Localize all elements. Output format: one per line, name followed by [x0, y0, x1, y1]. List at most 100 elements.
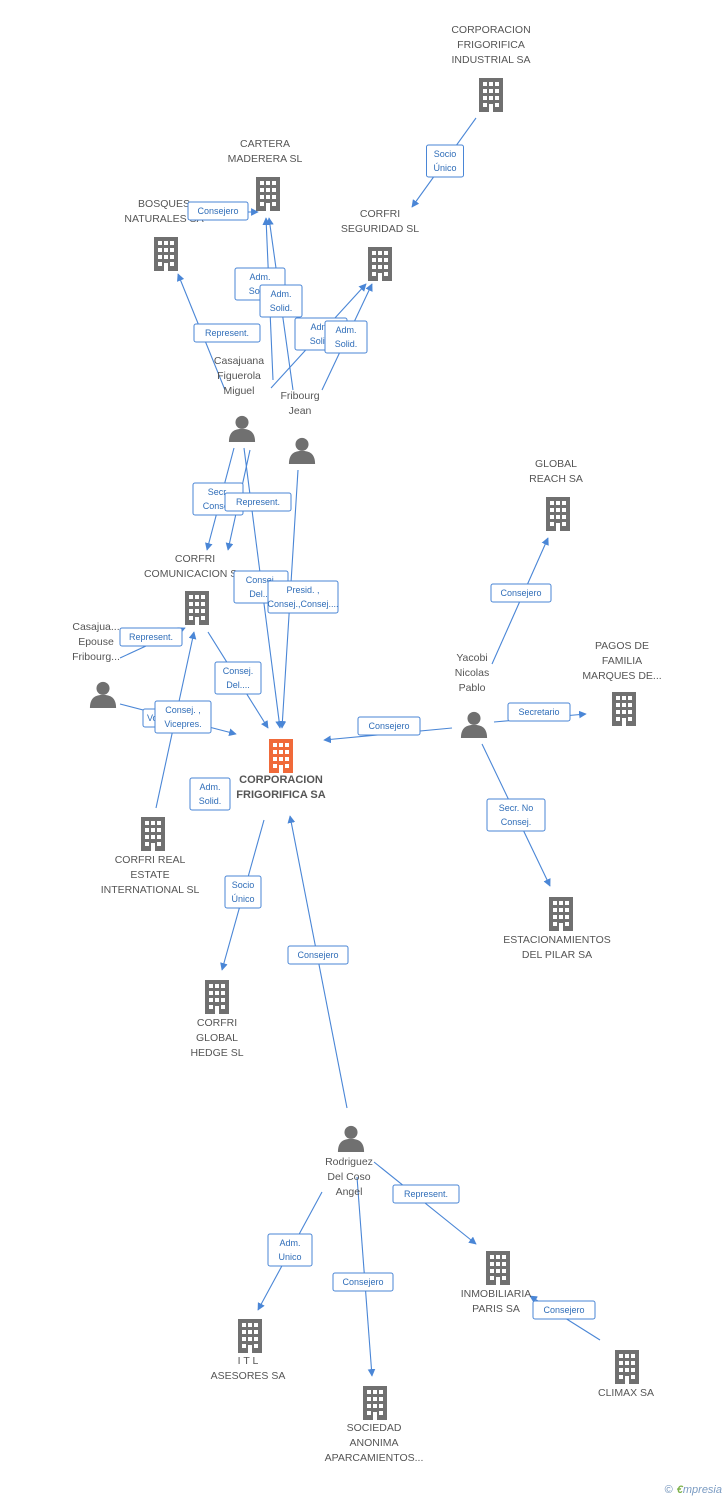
edge-label-epouse-comunicacion[interactable]: Represent. [119, 627, 183, 647]
edge-label-rodriguez-sociedad[interactable]: Consejero [332, 1272, 394, 1292]
node-label: BOSQUES [138, 198, 190, 210]
edge-label-text: Solid. [335, 339, 358, 349]
node-label: CARTERA [240, 138, 290, 150]
node-label: ESTATE [130, 869, 169, 881]
node-label: CORPORACION [451, 24, 530, 36]
edge-label-text: Consejero [368, 721, 409, 731]
node-label: Angel [336, 1186, 363, 1198]
edge-label-text: Del.... [249, 589, 273, 599]
node-label: ESTACIONAMIENTOS [503, 934, 611, 946]
footer-brand[interactable]: ©€mpresia [665, 1484, 722, 1496]
node-label: SEGURIDAD SL [341, 223, 419, 235]
node-epouse[interactable]: Casajua...EpouseFribourg... [72, 621, 120, 708]
node-label: CORPORACION [239, 774, 323, 786]
edge-label-text: Consej. [203, 501, 234, 511]
edge-label-rodriguez-main[interactable]: Consejero [287, 945, 349, 965]
edge-label-comunicacion-main[interactable]: Consej.Del.... [214, 661, 262, 695]
building-icon [549, 897, 573, 931]
edge-label-text: Represent. [205, 328, 249, 338]
edge-label-fribourg-cartera[interactable]: Adm.Solid. [259, 284, 303, 318]
node-label: PAGOS DE [595, 640, 649, 652]
edge-label-fribourg-seguridad[interactable]: Adm.Solid. [324, 320, 368, 354]
node-pagos[interactable]: PAGOS DE FAMILIA MARQUES DE... [582, 640, 662, 726]
edge-label-climax-inmobiliaria[interactable]: Consejero [532, 1300, 596, 1320]
node-label: CORFRI [360, 208, 400, 220]
edge-label-bosques-cartera[interactable]: Consejero [187, 201, 249, 221]
edge-label-yacobi-pagos[interactable]: Secretario [507, 702, 571, 722]
edge-label-rodriguez-inmobiliaria[interactable]: Represent. [392, 1184, 460, 1204]
node-sociedad[interactable]: SOCIEDADANONIMAAPARCAMIENTOS... [325, 1386, 424, 1464]
node-climax[interactable]: CLIMAX SA [598, 1350, 654, 1399]
node-cartera[interactable]: CARTERA MADERERA SL [228, 138, 303, 211]
node-label: INTERNATIONAL SL [101, 884, 200, 896]
edge-label-box [332, 1272, 394, 1292]
node-label: GLOBAL [196, 1032, 238, 1044]
building-icon [546, 497, 570, 531]
building-icon [154, 237, 178, 271]
building-icon [486, 1251, 510, 1285]
node-seguridad[interactable]: CORFRI SEGURIDAD SL [341, 208, 419, 281]
node-label: NATURALES SA [124, 213, 203, 225]
edge-label-box [357, 716, 421, 736]
node-bosques[interactable]: BOSQUES NATURALES SA [124, 198, 204, 271]
edge-label-box [267, 1233, 313, 1267]
edge-label-text: Secr. [208, 487, 229, 497]
node-label: CLIMAX SA [598, 1387, 654, 1399]
edge-label-text: Consejero [197, 206, 238, 216]
edge-label-box [507, 702, 571, 722]
building-icon [363, 1386, 387, 1420]
edge-label-yacobi-global[interactable]: Consejero [490, 583, 552, 603]
edge-label-text: Solid. [270, 303, 293, 313]
node-label: Rodriguez [325, 1156, 373, 1168]
edge-label-box [287, 945, 349, 965]
node-label: Pablo [459, 682, 486, 694]
building-icon [256, 177, 280, 211]
edge-label-realestate-comunicacion[interactable]: Consej. ,Vicepres. [154, 700, 212, 734]
edge-label-box [259, 284, 303, 318]
node-label: MADERERA SL [228, 153, 303, 165]
node-label: FAMILIA [602, 655, 642, 667]
edge-label-text: Adm. [199, 782, 220, 792]
edge-label-box [154, 700, 212, 734]
edge-label-text: Consej. , [165, 705, 201, 715]
node-label: REACH SA [529, 473, 583, 485]
edge-label-yacobi-main[interactable]: Consejero [357, 716, 421, 736]
building-icon [615, 1350, 639, 1384]
edge-label-text: Represent. [404, 1189, 448, 1199]
edge-label-text: Solid. [310, 336, 333, 346]
person-icon [288, 437, 316, 464]
edge-label-fribourg-main[interactable]: Presid. ,Consej.,Consej.... [267, 580, 339, 614]
edge-label-box [486, 798, 546, 832]
edge-label-main-main[interactable]: Adm.Solid. [189, 777, 231, 811]
edge-label-fribourg-comunicacion[interactable]: Represent. [224, 492, 292, 512]
node-label: Miguel [224, 385, 255, 397]
node-label: MARQUES DE... [582, 670, 661, 682]
edge-label-box [189, 777, 231, 811]
edge-label-text: Consejero [342, 1277, 383, 1287]
person-icon [460, 711, 488, 738]
edge-label-casajuana-bosques[interactable]: Represent. [193, 323, 261, 343]
node-label: Nicolas [455, 667, 489, 679]
person-icon [337, 1125, 365, 1152]
edge-label-text: Presid. , [286, 585, 319, 595]
edge-label-rodriguez-itl[interactable]: Adm.Unico [267, 1233, 313, 1267]
node-label: I T L [238, 1355, 259, 1367]
building-icon [612, 692, 636, 726]
